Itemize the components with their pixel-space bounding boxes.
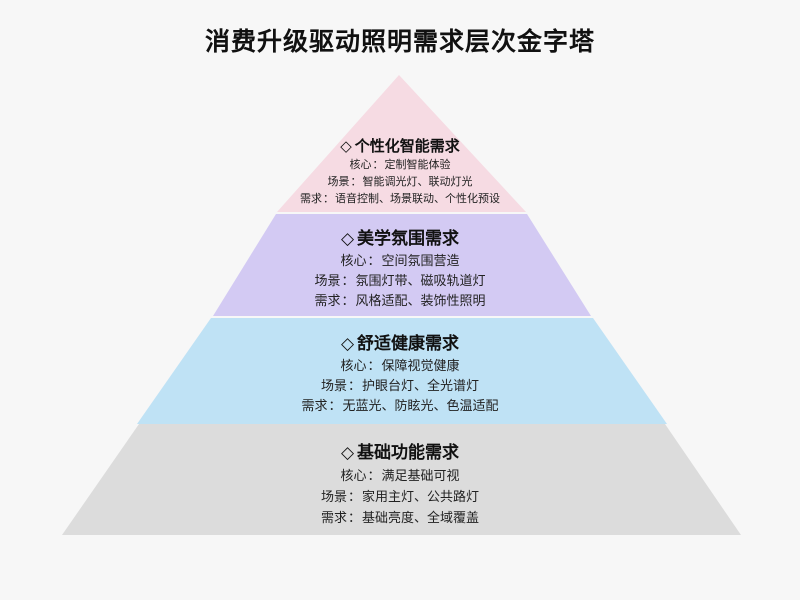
layer-line-core: 核心：空间氛围营造 (0, 252, 800, 272)
layer-line-demand: 需求：无蓝光、防眩光、色温适配 (0, 397, 800, 417)
layer-heading-label: 舒适健康需求 (357, 334, 460, 354)
line-label: 核心 (340, 254, 367, 269)
line-label: 场景 (320, 490, 347, 505)
diamond-icon: ◇ (340, 334, 355, 354)
layer-line-core: 核心：保障视觉健康 (0, 357, 800, 377)
layer-heading-label: 个性化智能需求 (354, 137, 460, 155)
line-separator: ： (347, 511, 361, 526)
layer-aesthetic-ambience-text: ◇美学氛围需求 核心：空间氛围营造 场景：氛围灯带、磁吸轨道灯 需求：风格适配、… (0, 228, 800, 312)
layer-line-scene: 场景：智能调光灯、联动灯光 (0, 173, 800, 190)
layer-heading-label: 基础功能需求 (357, 443, 460, 463)
line-text: 满足基础可视 (381, 469, 460, 484)
line-text: 氛围灯带、磁吸轨道灯 (355, 274, 486, 289)
diamond-icon: ◇ (340, 229, 355, 249)
line-label: 核心 (340, 469, 367, 484)
line-label: 场景 (320, 379, 347, 394)
pyramid-level-basic-function (62, 424, 741, 535)
line-text: 语音控制、场景联动、个性化预设 (335, 192, 500, 205)
pyramid-level-personalized-smart (277, 75, 526, 212)
line-separator: ： (350, 175, 362, 188)
line-text: 无蓝光、防眩光、色温适配 (342, 399, 499, 414)
line-text: 定制智能体验 (384, 158, 451, 171)
layer-line-scene: 场景：家用主灯、公共路灯 (0, 487, 800, 508)
layer-heading: ◇美学氛围需求 (0, 228, 800, 251)
line-label: 核心 (349, 158, 372, 171)
line-separator: ： (347, 490, 361, 505)
line-separator: ： (367, 254, 381, 269)
line-separator: ： (367, 469, 381, 484)
line-separator: ： (323, 192, 334, 205)
layer-line-core: 核心：满足基础可视 (0, 466, 800, 487)
diamond-icon: ◇ (340, 137, 352, 155)
line-separator: ： (341, 274, 355, 289)
line-label: 需求 (300, 192, 322, 205)
line-text: 基础亮度、全域覆盖 (362, 511, 480, 526)
line-label: 场景 (314, 274, 341, 289)
diamond-icon: ◇ (340, 443, 355, 463)
line-label: 需求 (301, 399, 328, 414)
line-text: 空间氛围营造 (381, 254, 460, 269)
layer-comfort-health-text: ◇舒适健康需求 核心：保障视觉健康 场景：护眼台灯、全光谱灯 需求：无蓝光、防眩… (0, 333, 800, 417)
line-separator: ： (328, 399, 342, 414)
line-text: 家用主灯、公共路灯 (362, 490, 480, 505)
layer-line-core: 核心：定制智能体验 (0, 156, 800, 173)
line-text: 风格适配、装饰性照明 (355, 294, 486, 309)
pyramid-level-aesthetic-ambience (213, 214, 591, 316)
layer-personalized-smart-text: ◇个性化智能需求 核心：定制智能体验 场景：智能调光灯、联动灯光 需求：语音控制… (0, 136, 800, 207)
line-label: 需求 (320, 511, 347, 526)
line-text: 护眼台灯、全光谱灯 (362, 379, 480, 394)
line-label: 核心 (340, 359, 367, 374)
line-label: 需求 (314, 294, 341, 309)
pyramid-level-comfort-health (137, 318, 667, 424)
layer-line-scene: 场景：护眼台灯、全光谱灯 (0, 377, 800, 397)
layer-heading: ◇舒适健康需求 (0, 333, 800, 356)
line-separator: ： (347, 379, 361, 394)
layer-basic-function-text: ◇基础功能需求 核心：满足基础可视 场景：家用主灯、公共路灯 需求：基础亮度、全… (0, 442, 800, 529)
layer-line-demand: 需求：风格适配、装饰性照明 (0, 292, 800, 312)
line-separator: ： (367, 359, 381, 374)
line-separator: ： (341, 294, 355, 309)
diagram-title: 消费升级驱动照明需求层次金字塔 (204, 27, 595, 56)
layer-line-scene: 场景：氛围灯带、磁吸轨道灯 (0, 272, 800, 292)
layer-line-demand: 需求：语音控制、场景联动、个性化预设 (0, 190, 800, 207)
line-label: 场景 (327, 175, 350, 188)
line-text: 保障视觉健康 (381, 359, 460, 374)
layer-heading: ◇基础功能需求 (0, 442, 800, 465)
layer-heading-label: 美学氛围需求 (357, 229, 460, 249)
layer-line-demand: 需求：基础亮度、全域覆盖 (0, 508, 800, 529)
line-separator: ： (372, 158, 384, 171)
line-text: 智能调光灯、联动灯光 (362, 175, 473, 188)
layer-heading: ◇个性化智能需求 (0, 136, 800, 156)
